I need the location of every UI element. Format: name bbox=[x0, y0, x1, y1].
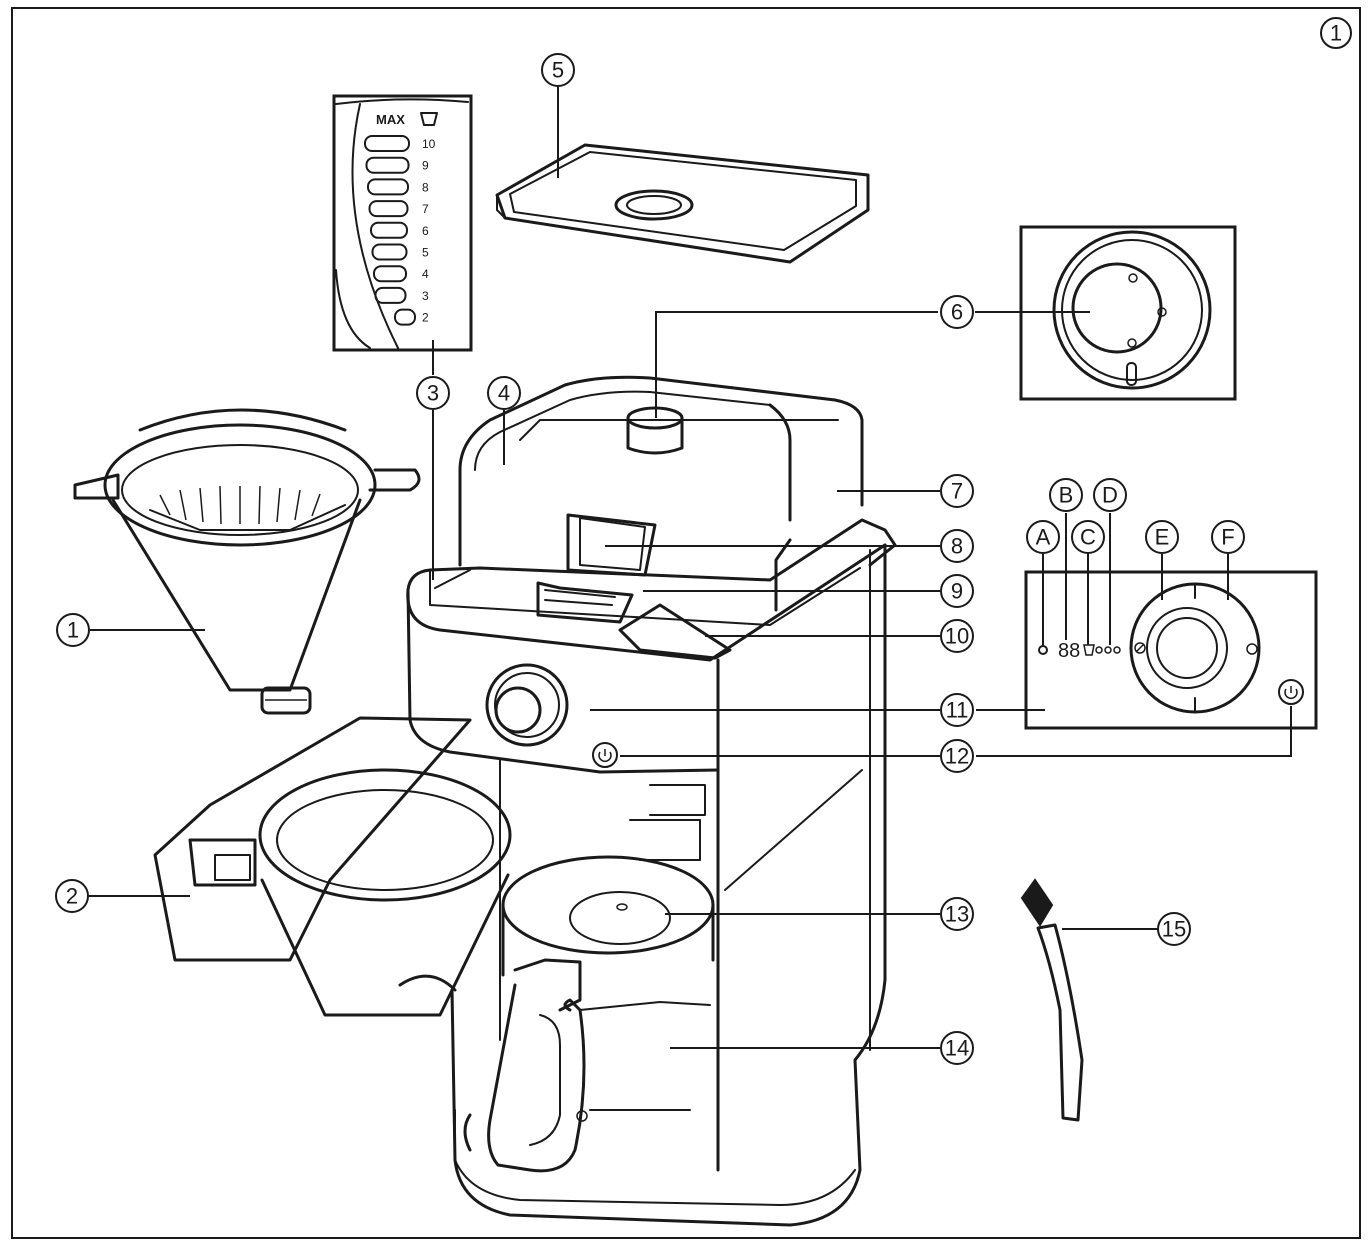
svg-text:9: 9 bbox=[951, 579, 963, 604]
water-tank-lid bbox=[495, 143, 870, 264]
filter-basket-holder bbox=[153, 716, 512, 1017]
figure-frame bbox=[11, 7, 1361, 1239]
svg-text:1: 1 bbox=[1330, 21, 1342, 46]
filter-holder bbox=[73, 408, 421, 715]
callout-14: 14 bbox=[940, 1031, 974, 1065]
callout-5: 5 bbox=[541, 53, 575, 87]
scale-level-label: 8 bbox=[422, 180, 429, 194]
svg-text:E: E bbox=[1155, 525, 1170, 550]
power-icon bbox=[592, 742, 618, 768]
callout-13: 13 bbox=[940, 897, 974, 931]
svg-text:8: 8 bbox=[951, 534, 963, 559]
callout-3: 3 bbox=[416, 376, 450, 410]
cup-icon bbox=[1083, 644, 1095, 656]
svg-text:5: 5 bbox=[552, 58, 564, 83]
scale-level-label: 5 bbox=[422, 246, 429, 260]
scale-mark bbox=[367, 178, 409, 196]
svg-text:10: 10 bbox=[945, 624, 969, 649]
svg-text:7: 7 bbox=[951, 479, 963, 504]
callout-e: E bbox=[1145, 520, 1179, 554]
callout-7: 7 bbox=[940, 474, 974, 508]
callout-12: 12 bbox=[940, 739, 974, 773]
callout-6: 6 bbox=[940, 295, 974, 329]
svg-text:1: 1 bbox=[67, 618, 79, 643]
svg-text:C: C bbox=[1080, 525, 1096, 550]
svg-text:B: B bbox=[1059, 483, 1074, 508]
svg-text:4: 4 bbox=[498, 381, 510, 406]
scale-level-label: 2 bbox=[422, 311, 429, 325]
svg-text:A: A bbox=[1036, 525, 1051, 550]
time-display: 88 bbox=[1058, 640, 1080, 662]
scale-level-label: 7 bbox=[422, 202, 429, 216]
svg-text:15: 15 bbox=[1162, 917, 1186, 942]
callout-10: 10 bbox=[940, 619, 974, 653]
svg-text:13: 13 bbox=[945, 902, 969, 927]
callout-a: A bbox=[1026, 520, 1060, 554]
scale-level-label: 3 bbox=[422, 289, 429, 303]
max-label: MAX bbox=[376, 112, 405, 127]
leader-lines bbox=[88, 86, 1292, 1049]
scale-marks: 10 9 8 7 6 5 4 3 2 bbox=[364, 135, 436, 326]
strength-dot-2 bbox=[1104, 646, 1112, 654]
scale-mark bbox=[373, 265, 407, 283]
scale-mark bbox=[364, 135, 410, 152]
scale-level-label: 9 bbox=[422, 159, 429, 173]
cleaning-brush bbox=[1020, 878, 1084, 1122]
scale-mark bbox=[374, 286, 407, 304]
strength-icon bbox=[1135, 643, 1145, 653]
scale-level-label: 4 bbox=[422, 267, 429, 281]
callout-f: F bbox=[1211, 520, 1245, 554]
water-level-scale-inset: MAX 10 9 8 7 6 5 4 3 2 bbox=[332, 94, 473, 352]
figure-number: 1 bbox=[1320, 17, 1352, 49]
callout-c: C bbox=[1071, 520, 1105, 554]
callout-11: 11 bbox=[940, 693, 974, 727]
svg-text:D: D bbox=[1102, 483, 1118, 508]
machine-body bbox=[406, 375, 897, 1227]
selection-dial bbox=[1146, 607, 1228, 689]
svg-text:12: 12 bbox=[945, 744, 969, 769]
control-panel-inset: 88 bbox=[1024, 570, 1318, 730]
svg-text:3: 3 bbox=[427, 381, 439, 406]
scale-level-label: 10 bbox=[422, 137, 436, 151]
callout-8: 8 bbox=[940, 529, 974, 563]
svg-text:14: 14 bbox=[945, 1036, 969, 1061]
strength-dot-3 bbox=[1113, 646, 1121, 654]
cup-icon bbox=[420, 112, 438, 126]
power-icon bbox=[1278, 679, 1304, 705]
filter-icon bbox=[1246, 643, 1258, 655]
callout-15: 15 bbox=[1157, 912, 1191, 946]
scale-mark bbox=[368, 200, 409, 218]
svg-text:2: 2 bbox=[66, 884, 78, 909]
scale-mark bbox=[365, 156, 410, 174]
callout-9: 9 bbox=[940, 574, 974, 608]
svg-text:11: 11 bbox=[946, 698, 969, 723]
scale-level-label: 6 bbox=[422, 224, 429, 238]
callout-d: D bbox=[1093, 478, 1127, 512]
callout-1: 1 bbox=[56, 613, 90, 647]
indicator-a bbox=[1038, 645, 1048, 655]
scale-mark bbox=[394, 308, 416, 326]
scale-mark bbox=[371, 243, 408, 261]
scale-mark bbox=[370, 221, 408, 239]
svg-text:F: F bbox=[1221, 525, 1234, 550]
callout-2: 2 bbox=[55, 879, 89, 913]
strength-dot-1 bbox=[1095, 646, 1103, 654]
callout-b: B bbox=[1049, 478, 1083, 512]
svg-text:6: 6 bbox=[951, 300, 963, 325]
callout-4: 4 bbox=[487, 376, 521, 410]
